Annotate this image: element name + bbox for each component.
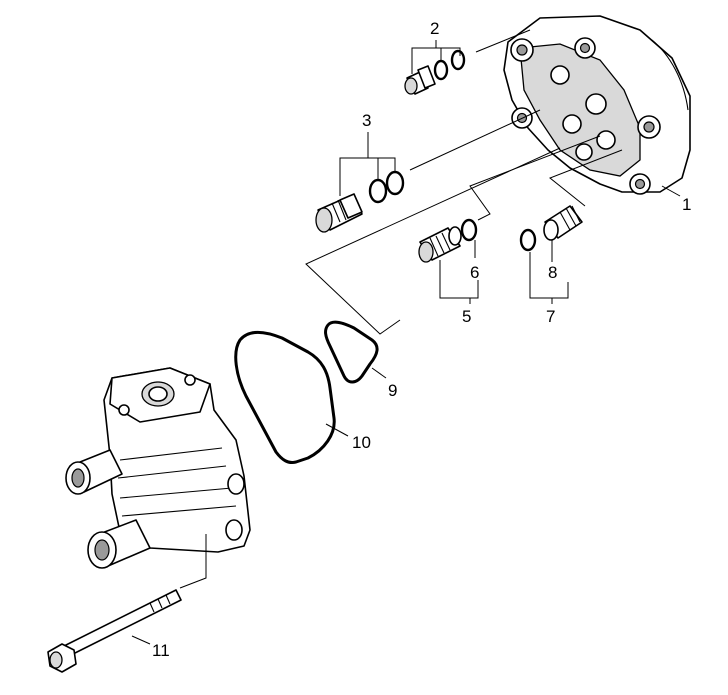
part-label-6: 6 <box>470 263 479 282</box>
part-label-10: 10 <box>352 433 371 452</box>
part-label-1: 1 <box>682 195 691 214</box>
large-seal-10 <box>234 330 336 464</box>
small-seal-9 <box>324 320 379 384</box>
part-label-2: 2 <box>430 19 439 38</box>
part-label-3: 3 <box>362 111 371 130</box>
valve-small-with-orings <box>404 49 466 95</box>
part-label-11: 11 <box>152 641 170 660</box>
part-label-9: 9 <box>388 381 397 400</box>
check-valve-8 <box>543 205 583 241</box>
manifold-body <box>65 367 251 569</box>
part-label-7: 7 <box>546 307 555 326</box>
valve-large-with-orings <box>315 170 405 233</box>
leader-lines <box>131 29 681 645</box>
o-ring-6 <box>460 218 478 242</box>
pump-head-housing <box>503 15 691 195</box>
part-label-8: 8 <box>548 263 557 282</box>
check-valve-5 <box>418 226 462 263</box>
bolt-11 <box>47 589 182 673</box>
o-ring-7 <box>519 228 537 252</box>
part-label-5: 5 <box>462 307 471 326</box>
